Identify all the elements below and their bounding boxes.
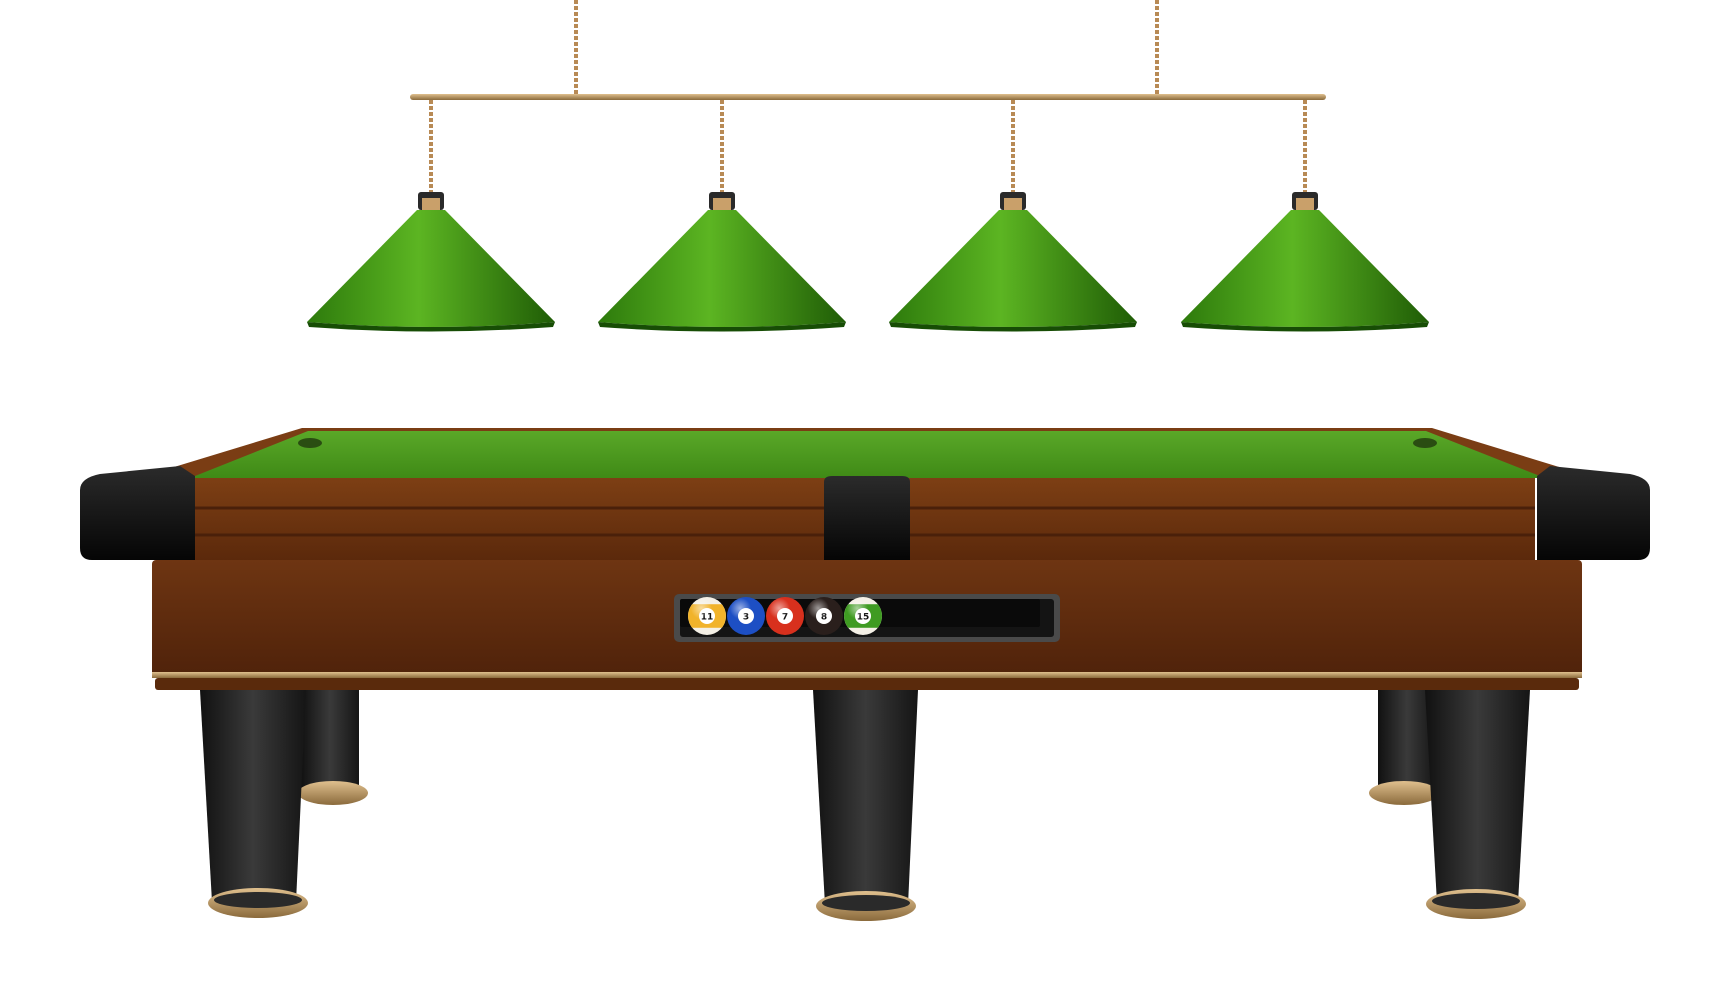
lamp-bar [410,94,1326,100]
billiard-ball: 7 [766,597,804,635]
pendant-lamp [598,100,846,332]
billiard-balls: 1137815 [688,597,882,635]
table-front-legs [200,690,1530,921]
pendant-lamp [889,100,1137,332]
table-top [138,428,1595,478]
pendant-lamp [307,100,555,332]
lamp-group [307,100,1429,332]
table-pockets [80,466,1650,560]
pendant-lamp [1181,100,1429,332]
billiard-ball: 15 [844,597,882,635]
billiard-ball: 3 [727,597,765,635]
billiard-ball: 11 [688,597,726,635]
ceiling-chains [574,0,1159,95]
billiard-ball: 8 [805,597,843,635]
